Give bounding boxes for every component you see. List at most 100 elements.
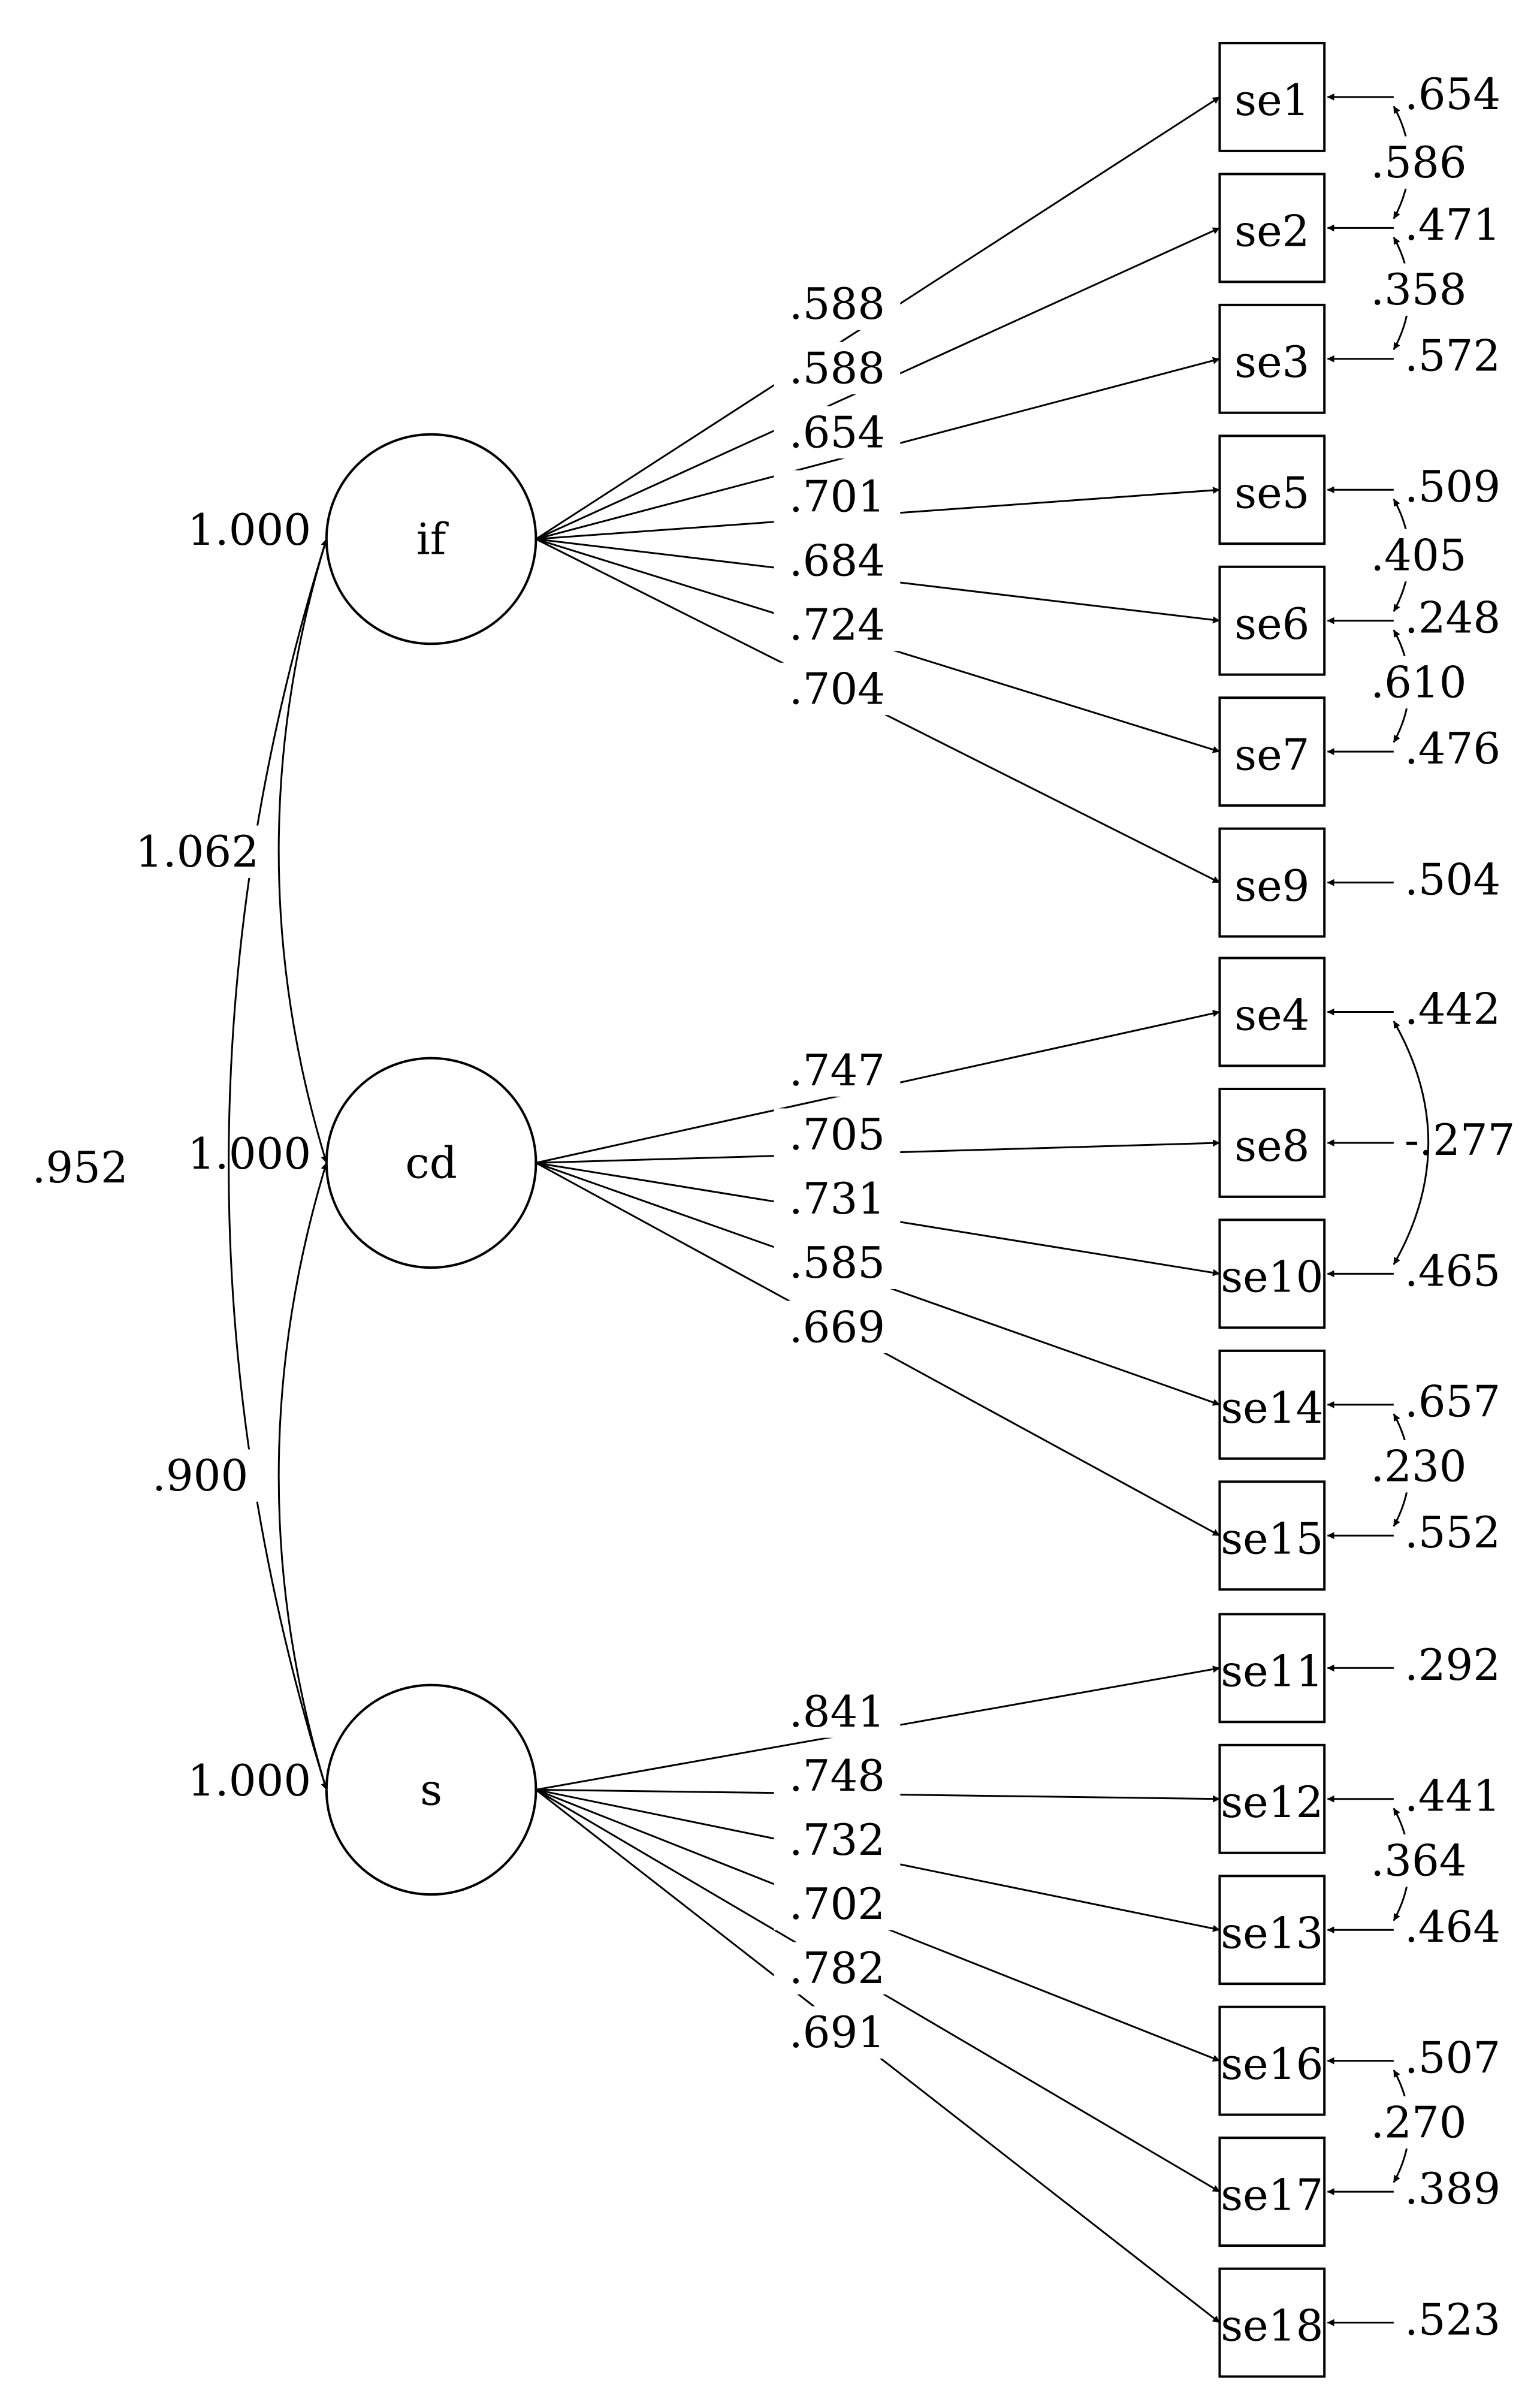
indicator-se6	[1218, 565, 1326, 676]
loading-label-se4: .747	[789, 1045, 885, 1096]
error-covariance-label-se15-se14: .230	[1370, 1441, 1466, 1492]
latent-cd-variance: 1.000	[188, 1128, 311, 1179]
loading-label-se6: .684	[789, 535, 885, 586]
indicator-se13-label: se13	[1221, 1908, 1323, 1958]
loading-label-se9: .704	[789, 663, 885, 714]
loading-label-se5: .701	[789, 471, 885, 521]
error-label-se1: .654	[1405, 69, 1500, 119]
loading-label-se4-bg	[774, 1044, 901, 1097]
latent-s-variance: 1.000	[188, 1755, 311, 1806]
error-label-se15: .552	[1405, 1507, 1500, 1558]
latent-covariance-cd-s	[277, 1162, 328, 1790]
loading-label-se1-bg	[774, 277, 901, 330]
error-label-se18: .523	[1405, 2294, 1500, 2344]
loading-label-se16: .702	[789, 1879, 885, 1929]
error-label-se5: .509	[1405, 461, 1500, 512]
indicator-se18-label: se18	[1221, 2301, 1323, 2351]
error-covariance-label-se15-se14-bg	[1370, 1440, 1497, 1493]
error-label-se3: .572	[1405, 331, 1500, 381]
indicator-se2-label: se2	[1234, 206, 1309, 257]
loading-label-se6-bg	[774, 534, 901, 587]
indicator-se8-label: se8	[1234, 1121, 1309, 1171]
indicator-se14-label: se14	[1221, 1383, 1323, 1433]
loading-label-se7-bg	[774, 598, 901, 651]
error-covariance-label-se3-se2: .358	[1370, 264, 1466, 315]
loading-label-se15-bg	[774, 1300, 901, 1353]
indicator-se15	[1218, 1480, 1326, 1591]
indicator-se12-label: se12	[1221, 1777, 1323, 1827]
error-covariance-label-se17-se16: .270	[1370, 2097, 1466, 2147]
indicator-se12	[1218, 1743, 1326, 1854]
latent-s	[325, 1683, 538, 1896]
indicator-se8	[1218, 1087, 1326, 1198]
loading-label-se14-bg	[774, 1236, 901, 1289]
loading-label-se12: .748	[789, 1751, 885, 1801]
indicator-se18	[1218, 2267, 1326, 2378]
indicator-se7-label: se7	[1234, 729, 1309, 780]
error-covariance-label-se13-se12-bg	[1370, 1834, 1497, 1887]
loading-label-se5-bg	[774, 470, 901, 523]
indicator-se9-label: se9	[1234, 861, 1309, 911]
latent-covariance-label-if-cd-bg	[118, 825, 276, 878]
latent-if-variance: 1.000	[188, 505, 311, 555]
loading-label-se3-bg	[774, 406, 901, 459]
loading-label-se10-bg	[774, 1172, 901, 1225]
error-covariance-label-se7-se6-bg	[1370, 656, 1497, 709]
latent-s-label: s	[420, 1764, 442, 1815]
loading-label-se15: .669	[789, 1302, 885, 1352]
indicator-se1	[1218, 41, 1326, 152]
indicator-se10-label: se10	[1221, 1252, 1323, 1302]
error-label-se9: .504	[1405, 854, 1500, 904]
error-label-se2: .471	[1405, 200, 1500, 250]
loading-label-se8: .705	[789, 1109, 885, 1160]
latent-covariance-head-cd-s	[321, 1162, 328, 1171]
loading-label-se11: .841	[789, 1686, 885, 1737]
indicator-se17-label: se17	[1221, 2169, 1323, 2220]
indicator-se6-label: se6	[1234, 599, 1309, 649]
loading-label-se11-bg	[774, 1685, 901, 1738]
latent-covariance-label-cd-s-bg	[137, 1449, 264, 1502]
loading-label-se13: .732	[789, 1815, 885, 1865]
loading-label-se9-bg	[774, 662, 901, 716]
error-covariance-label-se7-se6: .610	[1370, 657, 1466, 708]
indicator-se15-label: se15	[1221, 1513, 1323, 1564]
error-label-se17: .389	[1405, 2163, 1500, 2214]
error-covariance-label-se5-se6: .405	[1370, 530, 1466, 580]
loading-label-se12-bg	[774, 1749, 901, 1802]
indicator-se5	[1218, 434, 1326, 545]
loading-label-se16-bg	[774, 1878, 901, 1930]
loading-label-se17: .782	[789, 1943, 885, 1993]
latent-if-label: if	[416, 514, 449, 565]
indicator-se14	[1218, 1349, 1326, 1460]
error-label-se6: .248	[1405, 593, 1500, 643]
indicator-se16-label: se16	[1221, 2039, 1323, 2089]
indicator-se17	[1218, 2137, 1326, 2247]
error-label-se13: .464	[1405, 1902, 1500, 1952]
error-covariance-label-se1-se2: .586	[1370, 137, 1466, 188]
loading-label-se18-bg	[774, 2006, 901, 2059]
latent-covariance-head-if-cd	[321, 538, 328, 547]
latent-covariance-label-if-cd: 1.062	[135, 826, 259, 877]
latent-cd	[325, 1057, 538, 1269]
indicator-se3-label: se3	[1234, 337, 1309, 387]
error-label-se12: .441	[1405, 1771, 1500, 1821]
loading-label-se1: .588	[789, 279, 885, 329]
indicator-se1-label: se1	[1234, 75, 1309, 125]
indicator-se16	[1218, 2005, 1326, 2116]
loading-label-se3: .654	[789, 407, 885, 457]
latent-covariance-label-if-s: .952	[32, 1142, 128, 1193]
error-label-se8: -.277	[1405, 1115, 1515, 1165]
loading-label-se2: .588	[789, 343, 885, 393]
loading-label-se13-bg	[774, 1813, 901, 1866]
loading-label-se8-bg	[774, 1108, 901, 1161]
loading-label-se18: .691	[789, 2007, 885, 2057]
latent-covariance-label-if-s-bg	[17, 1141, 144, 1194]
latent-if	[325, 433, 538, 645]
error-covariance-label-se17-se16-bg	[1370, 2096, 1497, 2149]
indicator-se10	[1218, 1218, 1326, 1329]
indicator-se2	[1218, 173, 1326, 283]
indicator-se9	[1218, 827, 1326, 938]
indicator-se7	[1218, 696, 1326, 807]
error-label-se11: .292	[1405, 1640, 1500, 1690]
error-label-se4: .442	[1405, 983, 1500, 1034]
